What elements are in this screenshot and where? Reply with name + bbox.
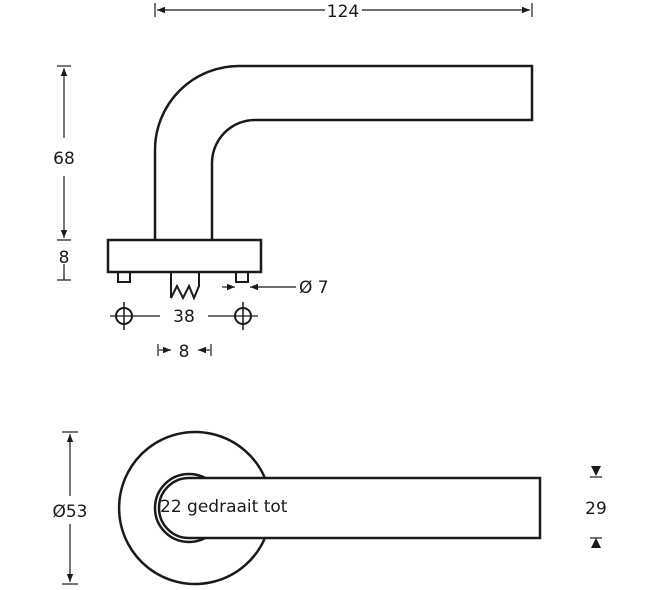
dimension-pin-diameter: Ø 7 bbox=[222, 278, 329, 298]
rotation-note: 22 gedraait tot bbox=[160, 497, 288, 517]
lever-body bbox=[157, 476, 542, 540]
dimension-rose-thickness: 8 bbox=[57, 248, 71, 281]
pin-right bbox=[235, 271, 249, 283]
arrow-up-icon bbox=[591, 538, 601, 548]
rose-thickness-label: 8 bbox=[59, 248, 70, 268]
height-label: 68 bbox=[53, 149, 75, 169]
rose-block bbox=[106, 238, 263, 274]
spindle-label: 8 bbox=[179, 342, 190, 362]
dimension-rose-diameter: Ø53 bbox=[52, 431, 88, 585]
rose-diameter-label: Ø53 bbox=[52, 502, 87, 522]
dimension-spindle: 8 bbox=[157, 342, 212, 362]
rose-outer-circle bbox=[117, 430, 266, 586]
lever-handle-outline bbox=[153, 64, 534, 240]
side-view: 124 68 8 Ø 7 3 bbox=[53, 2, 534, 362]
top-view: Ø53 29 22 gedraait tot bbox=[52, 430, 607, 586]
arrow-down-icon bbox=[591, 466, 601, 476]
spindle bbox=[170, 272, 200, 301]
dimension-pin-spacing: 38 bbox=[110, 302, 258, 330]
dimension-width: 124 bbox=[154, 2, 533, 22]
lever-width-label: 29 bbox=[585, 499, 607, 519]
pin-left bbox=[117, 271, 131, 283]
pin-diameter-label: Ø 7 bbox=[299, 278, 329, 298]
dimension-lever-width: 29 bbox=[585, 466, 607, 548]
dimension-height: 68 bbox=[53, 65, 75, 241]
width-label: 124 bbox=[327, 2, 359, 22]
pin-spacing-label: 38 bbox=[173, 307, 195, 327]
